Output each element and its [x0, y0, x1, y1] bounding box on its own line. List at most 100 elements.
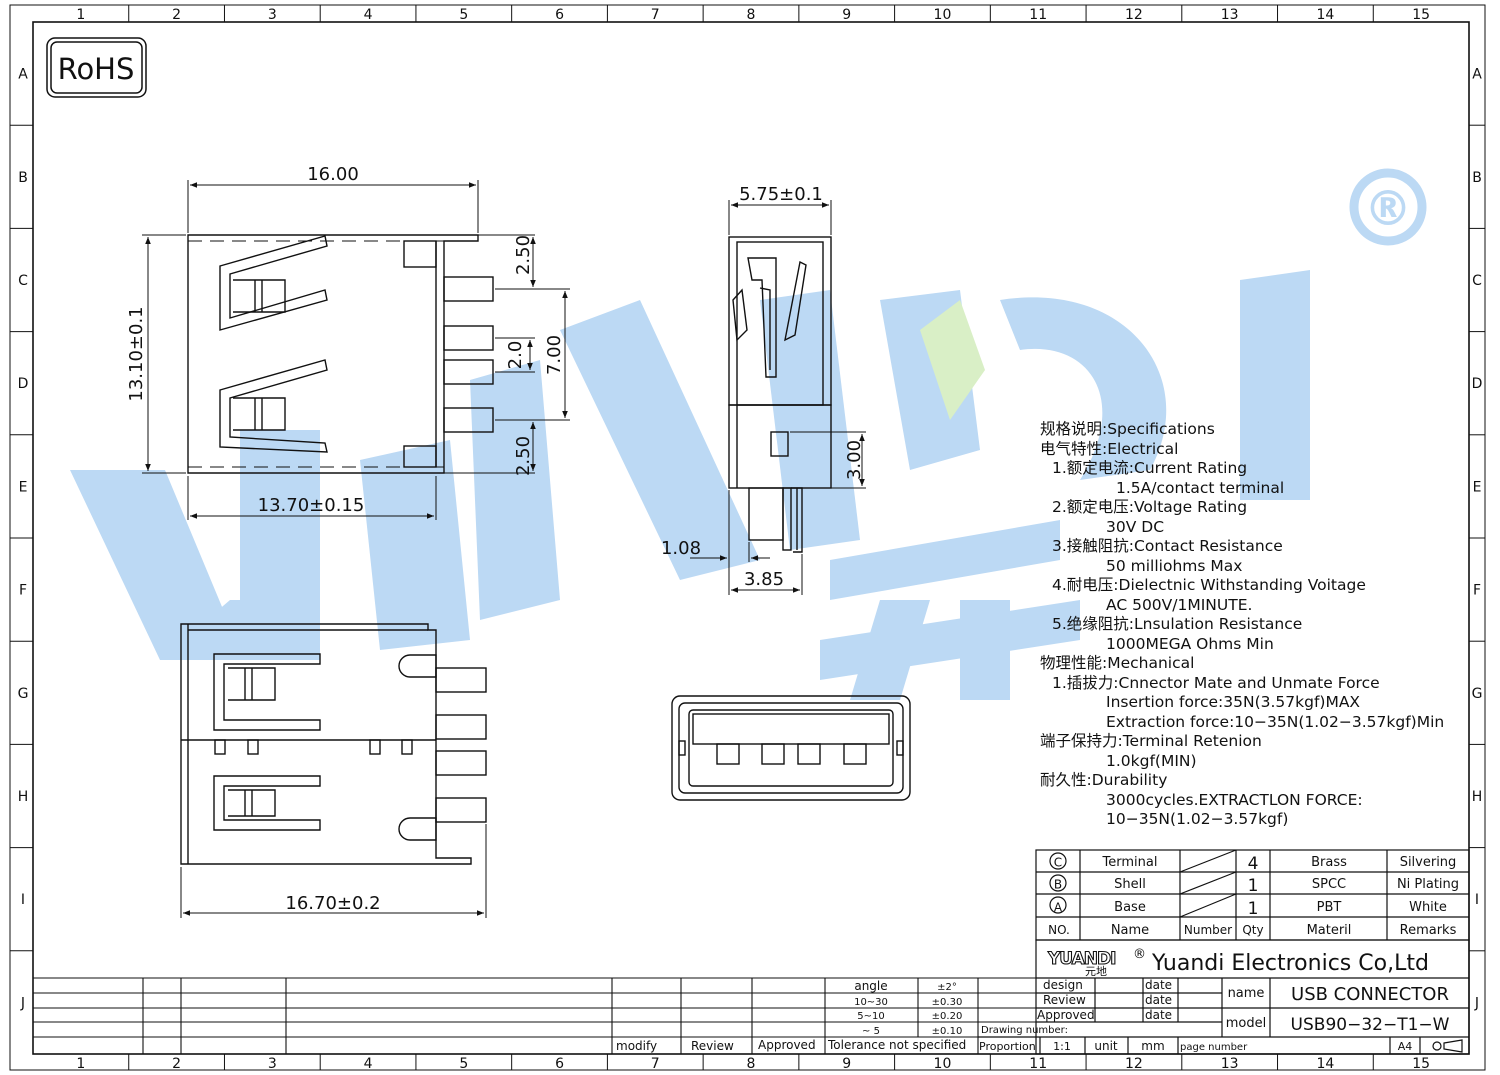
tolerance-range: 10~30 — [854, 997, 888, 1008]
side-view-dimensions — [690, 200, 866, 595]
spec-line: Extraction force:10−35N(1.02−3.57kgf)Min — [1106, 712, 1445, 731]
column-mark-bottom: 15 — [1412, 1056, 1430, 1072]
spec-line: Insertion force:35N(3.57kgf)MAX — [1106, 693, 1361, 711]
spec-line: AC 500V/1MINUTE. — [1106, 595, 1253, 614]
column-mark-top: 12 — [1125, 7, 1143, 23]
column-mark-top: 9 — [842, 7, 851, 23]
row-mark-right: G — [1472, 686, 1483, 702]
bom-no: B — [1054, 878, 1062, 892]
scale-value: 1:1 — [1053, 1040, 1071, 1053]
approved-date-label: date — [1145, 1008, 1172, 1022]
side-view — [728, 236, 832, 553]
spec-line: 1000MEGA Ohms Min — [1106, 634, 1274, 653]
row-mark-right: C — [1472, 273, 1482, 289]
column-mark-top: 1 — [76, 7, 85, 23]
column-mark-bottom: 10 — [934, 1056, 952, 1072]
company-name: Yuandi Electronics Co,Ltd — [1151, 951, 1429, 976]
column-mark-bottom: 3 — [268, 1056, 277, 1072]
watermark: ® — [70, 168, 1427, 700]
bom-name: Shell — [1114, 877, 1146, 892]
row-mark-right: B — [1472, 170, 1482, 186]
spec-line: 4.耐电压:Dielectnic Withstanding Voitage — [1052, 576, 1366, 594]
spec-line: 1.插拔力:Cnnector Mate and Unmate Force — [1052, 673, 1380, 692]
spec-line: 端子保持力:Terminal Retenion — [1040, 732, 1262, 750]
dim-pin-span: 7.00 — [544, 335, 565, 375]
row-mark-left: E — [19, 479, 28, 495]
tolerance-table-text: angle±2°10~30±0.305~10±0.20~ 5±0.10 — [854, 979, 962, 1037]
column-mark-bottom: 4 — [364, 1056, 373, 1072]
row-mark-right: J — [1474, 995, 1479, 1011]
logo-text: YUANDI — [1047, 949, 1115, 969]
spec-line: 5.绝缘阻抗:Lnsulation Resistance — [1052, 615, 1303, 633]
bom-no: C — [1054, 856, 1062, 870]
bom-qty: 4 — [1248, 854, 1259, 874]
bom-name: Base — [1114, 900, 1146, 915]
bom-name: Terminal — [1102, 855, 1158, 870]
row-mark-left: G — [18, 686, 29, 702]
row-mark-right: D — [1472, 376, 1483, 392]
spec-line: 2.额定电压:Voltage Rating — [1052, 498, 1248, 516]
unit-label: unit — [1094, 1039, 1118, 1053]
tolerance-value: ±2° — [937, 982, 957, 993]
column-mark-bottom: 2 — [172, 1056, 181, 1072]
column-mark-top: 8 — [747, 7, 756, 23]
column-mark-bottom: 13 — [1221, 1056, 1239, 1072]
bom-qty: 1 — [1248, 899, 1259, 919]
revision-strip — [33, 977, 1036, 1054]
tolerance-value: ±0.10 — [932, 1026, 963, 1037]
spec-line: 50 milliohms Max — [1106, 556, 1243, 575]
bom-remark: Silvering — [1400, 855, 1457, 870]
column-mark-top: 2 — [172, 7, 181, 23]
column-mark-top: 13 — [1221, 7, 1239, 23]
column-mark-bottom: 5 — [459, 1056, 468, 1072]
approved-label: Approved — [1037, 1008, 1095, 1022]
name-value: USB CONNECTOR — [1291, 984, 1449, 1005]
spec-line: 耐久性:Durability — [1040, 771, 1168, 789]
unit-value: mm — [1141, 1039, 1164, 1053]
bom-material: Brass — [1311, 855, 1347, 870]
bom-qty: 1 — [1248, 876, 1259, 896]
border-zone-marks: 1122334455667788991010111112121313141415… — [10, 5, 1485, 1072]
dim-height: 13.10±0.1 — [126, 306, 147, 401]
watermark-registered: ® — [1364, 181, 1412, 237]
column-mark-top: 15 — [1412, 7, 1430, 23]
spec-line: 3000cycles.EXTRACTLON FORCE: — [1106, 790, 1363, 809]
dim-side-width: 5.75±0.1 — [739, 184, 823, 205]
bom-header-no: NO. — [1048, 923, 1070, 937]
column-mark-top: 14 — [1316, 7, 1334, 23]
sheet-size: A4 — [1398, 1040, 1413, 1053]
spec-line: 物理性能:Mechanical — [1040, 654, 1195, 672]
bom-remark: Ni Plating — [1397, 877, 1459, 892]
spec-line: 3.接触阻抗:Contact Resistance — [1052, 537, 1283, 555]
model-value: USB90−32−T1−W — [1291, 1015, 1450, 1035]
bom-header-number: Number — [1184, 923, 1232, 937]
tolerance-range: 5~10 — [857, 1011, 884, 1022]
row-mark-right: H — [1472, 789, 1483, 805]
column-mark-bottom: 11 — [1029, 1056, 1047, 1072]
spec-line: 10−35N(1.02−3.57kgf) — [1106, 810, 1289, 828]
column-mark-top: 5 — [459, 7, 468, 23]
review-label: Review — [1043, 993, 1086, 1007]
revision-approved: Approved — [758, 1038, 816, 1052]
page-number-label: page number — [1180, 1042, 1248, 1053]
row-mark-left: F — [19, 583, 27, 599]
revision-modify: modify — [616, 1039, 657, 1053]
row-mark-right: A — [1472, 67, 1482, 83]
tolerance-value: ±0.30 — [932, 997, 963, 1008]
row-mark-left: D — [18, 376, 29, 392]
column-mark-top: 4 — [364, 7, 373, 23]
design-label: design — [1043, 978, 1083, 992]
rohs-badge: RoHS — [46, 37, 147, 98]
row-mark-left: H — [18, 789, 29, 805]
row-mark-right: E — [1473, 479, 1482, 495]
spec-line: 30V DC — [1106, 517, 1165, 536]
front-view — [187, 234, 494, 474]
face-view — [671, 695, 911, 801]
row-mark-right: F — [1473, 583, 1481, 599]
revision-review: Review — [691, 1039, 734, 1053]
column-mark-top: 3 — [268, 7, 277, 23]
spec-line: 规格说明:Specifications — [1040, 420, 1215, 438]
row-mark-left: B — [18, 170, 28, 186]
bom-remark: White — [1409, 900, 1447, 915]
